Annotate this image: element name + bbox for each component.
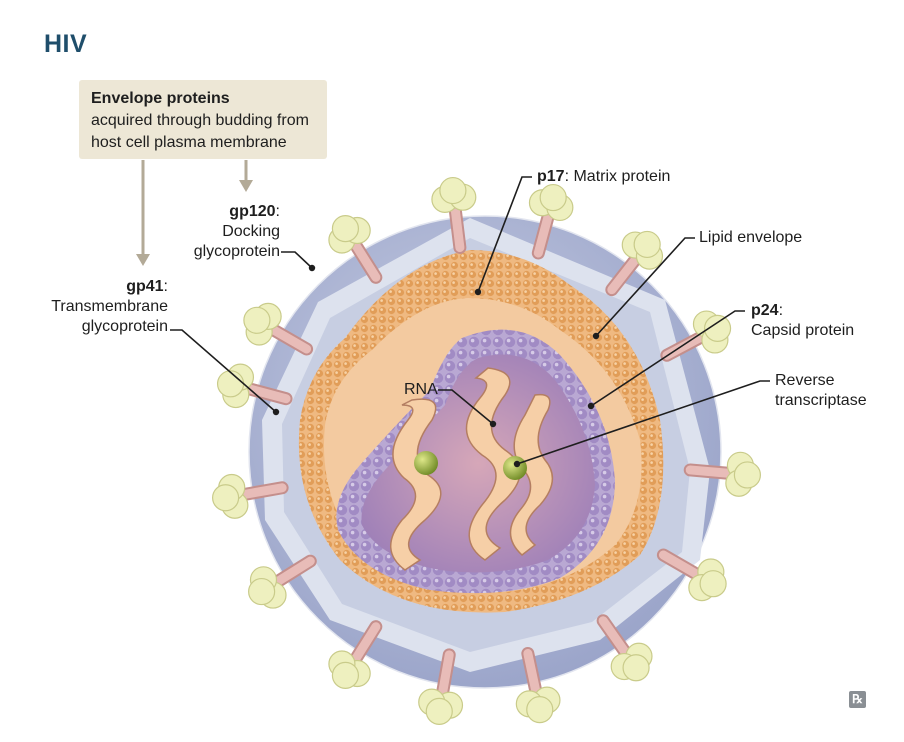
gp41-stalk-highlight [533, 211, 553, 258]
gp41-colon: : [163, 278, 168, 295]
gp120-label: gp120: Docking glycoprotein [180, 202, 280, 262]
p24-line1: Capsid protein [751, 322, 855, 339]
reverse-transcriptase-label: Reverse transcriptase [775, 371, 867, 411]
gp120-lobe [331, 661, 360, 689]
gp120-head [431, 176, 477, 214]
gp41-stalk-highlight [269, 325, 312, 354]
gp41-stalk-highlight [244, 384, 291, 404]
gp120-lobe [439, 176, 467, 205]
reverse-transcriptase-sphere [414, 451, 438, 475]
gp41-stalk-highlight [450, 205, 465, 253]
p17-desc: : Matrix protein [564, 168, 671, 185]
gp120-head [243, 302, 282, 346]
gp120-colon: : [275, 203, 280, 220]
gp120-head [621, 230, 664, 270]
gp41-stalk-highlight [658, 550, 701, 579]
gp41-stalk-highlight [351, 622, 381, 664]
envelope-proteins-heading: Envelope proteins [91, 90, 230, 107]
gp120-lobe [425, 697, 453, 725]
rx-logo-icon: ℞ [849, 691, 866, 708]
gp41-stalk-highlight [685, 465, 733, 478]
gp120-head [248, 566, 287, 609]
envelope-spikes [212, 176, 761, 725]
gp41-line2: glycoprotein [81, 318, 168, 335]
gp120-lobe [248, 577, 276, 606]
gp41-stalk-highlight [523, 648, 541, 696]
gp41-stalk-highlight [438, 650, 454, 697]
gp120-head [725, 451, 761, 497]
gp41-line1: Transmembrane [51, 298, 168, 315]
gp120-head [610, 642, 653, 682]
p24-colon: : [778, 302, 784, 319]
p24-label: p24: Capsid protein [751, 301, 854, 341]
gp41-name: gp41 [126, 278, 164, 295]
gp120-head [328, 650, 371, 689]
gp41-stalk-highlight [351, 240, 381, 282]
gp41-stalk-highlight [598, 616, 630, 657]
gp120-lobe [243, 306, 271, 334]
rna-label: RNA [404, 381, 438, 398]
p17-label: p17: Matrix protein [537, 167, 670, 187]
gp120-head [515, 686, 561, 724]
gp120-lobe [539, 183, 567, 212]
gp120-lobe [216, 370, 245, 398]
gp120-line2: glycoprotein [193, 243, 280, 260]
lipid-envelope-label: Lipid envelope [699, 229, 803, 246]
gp120-head [216, 363, 255, 409]
gp120-head [528, 183, 574, 222]
gp120-head [418, 688, 464, 725]
gp120-name: gp120 [229, 203, 276, 220]
gp120-head [328, 215, 371, 254]
gp120-lobe [733, 461, 761, 489]
gp120-lobe [622, 654, 650, 682]
reverse-transcriptase-sphere [503, 456, 527, 480]
p17-name: p17 [537, 168, 565, 185]
gp41-stalk-highlight [240, 483, 287, 499]
gp41-stalk-highlight [273, 556, 315, 586]
envelope-proteins-box: Envelope proteins acquired through buddi… [79, 80, 327, 159]
gp120-head [212, 473, 249, 519]
gp120-lobe [699, 570, 727, 598]
rt-line2: transcriptase [775, 392, 867, 409]
envelope-proteins-line2: host cell plasma membrane [91, 134, 287, 151]
gp120-lobe [633, 230, 661, 259]
rt-line1: Reverse [775, 372, 835, 389]
gp120-lobe [331, 215, 360, 243]
p24-name: p24 [751, 302, 779, 319]
gp120-head [688, 558, 727, 602]
gp120-line1: Docking [222, 223, 280, 240]
leader-lines [170, 176, 770, 468]
gp120-lobe [212, 484, 240, 512]
gp41-stalk-highlight [607, 255, 640, 295]
page-title: HIV [44, 30, 88, 58]
gp41-label: gp41: Transmembrane glycoprotein [44, 277, 168, 337]
gp120-lobe [703, 314, 732, 342]
envelope-proteins-line1: acquired through budding from [91, 112, 309, 129]
gp120-lobe [526, 696, 554, 724]
gp120-head [692, 310, 732, 354]
envelope-arrows [136, 160, 253, 266]
